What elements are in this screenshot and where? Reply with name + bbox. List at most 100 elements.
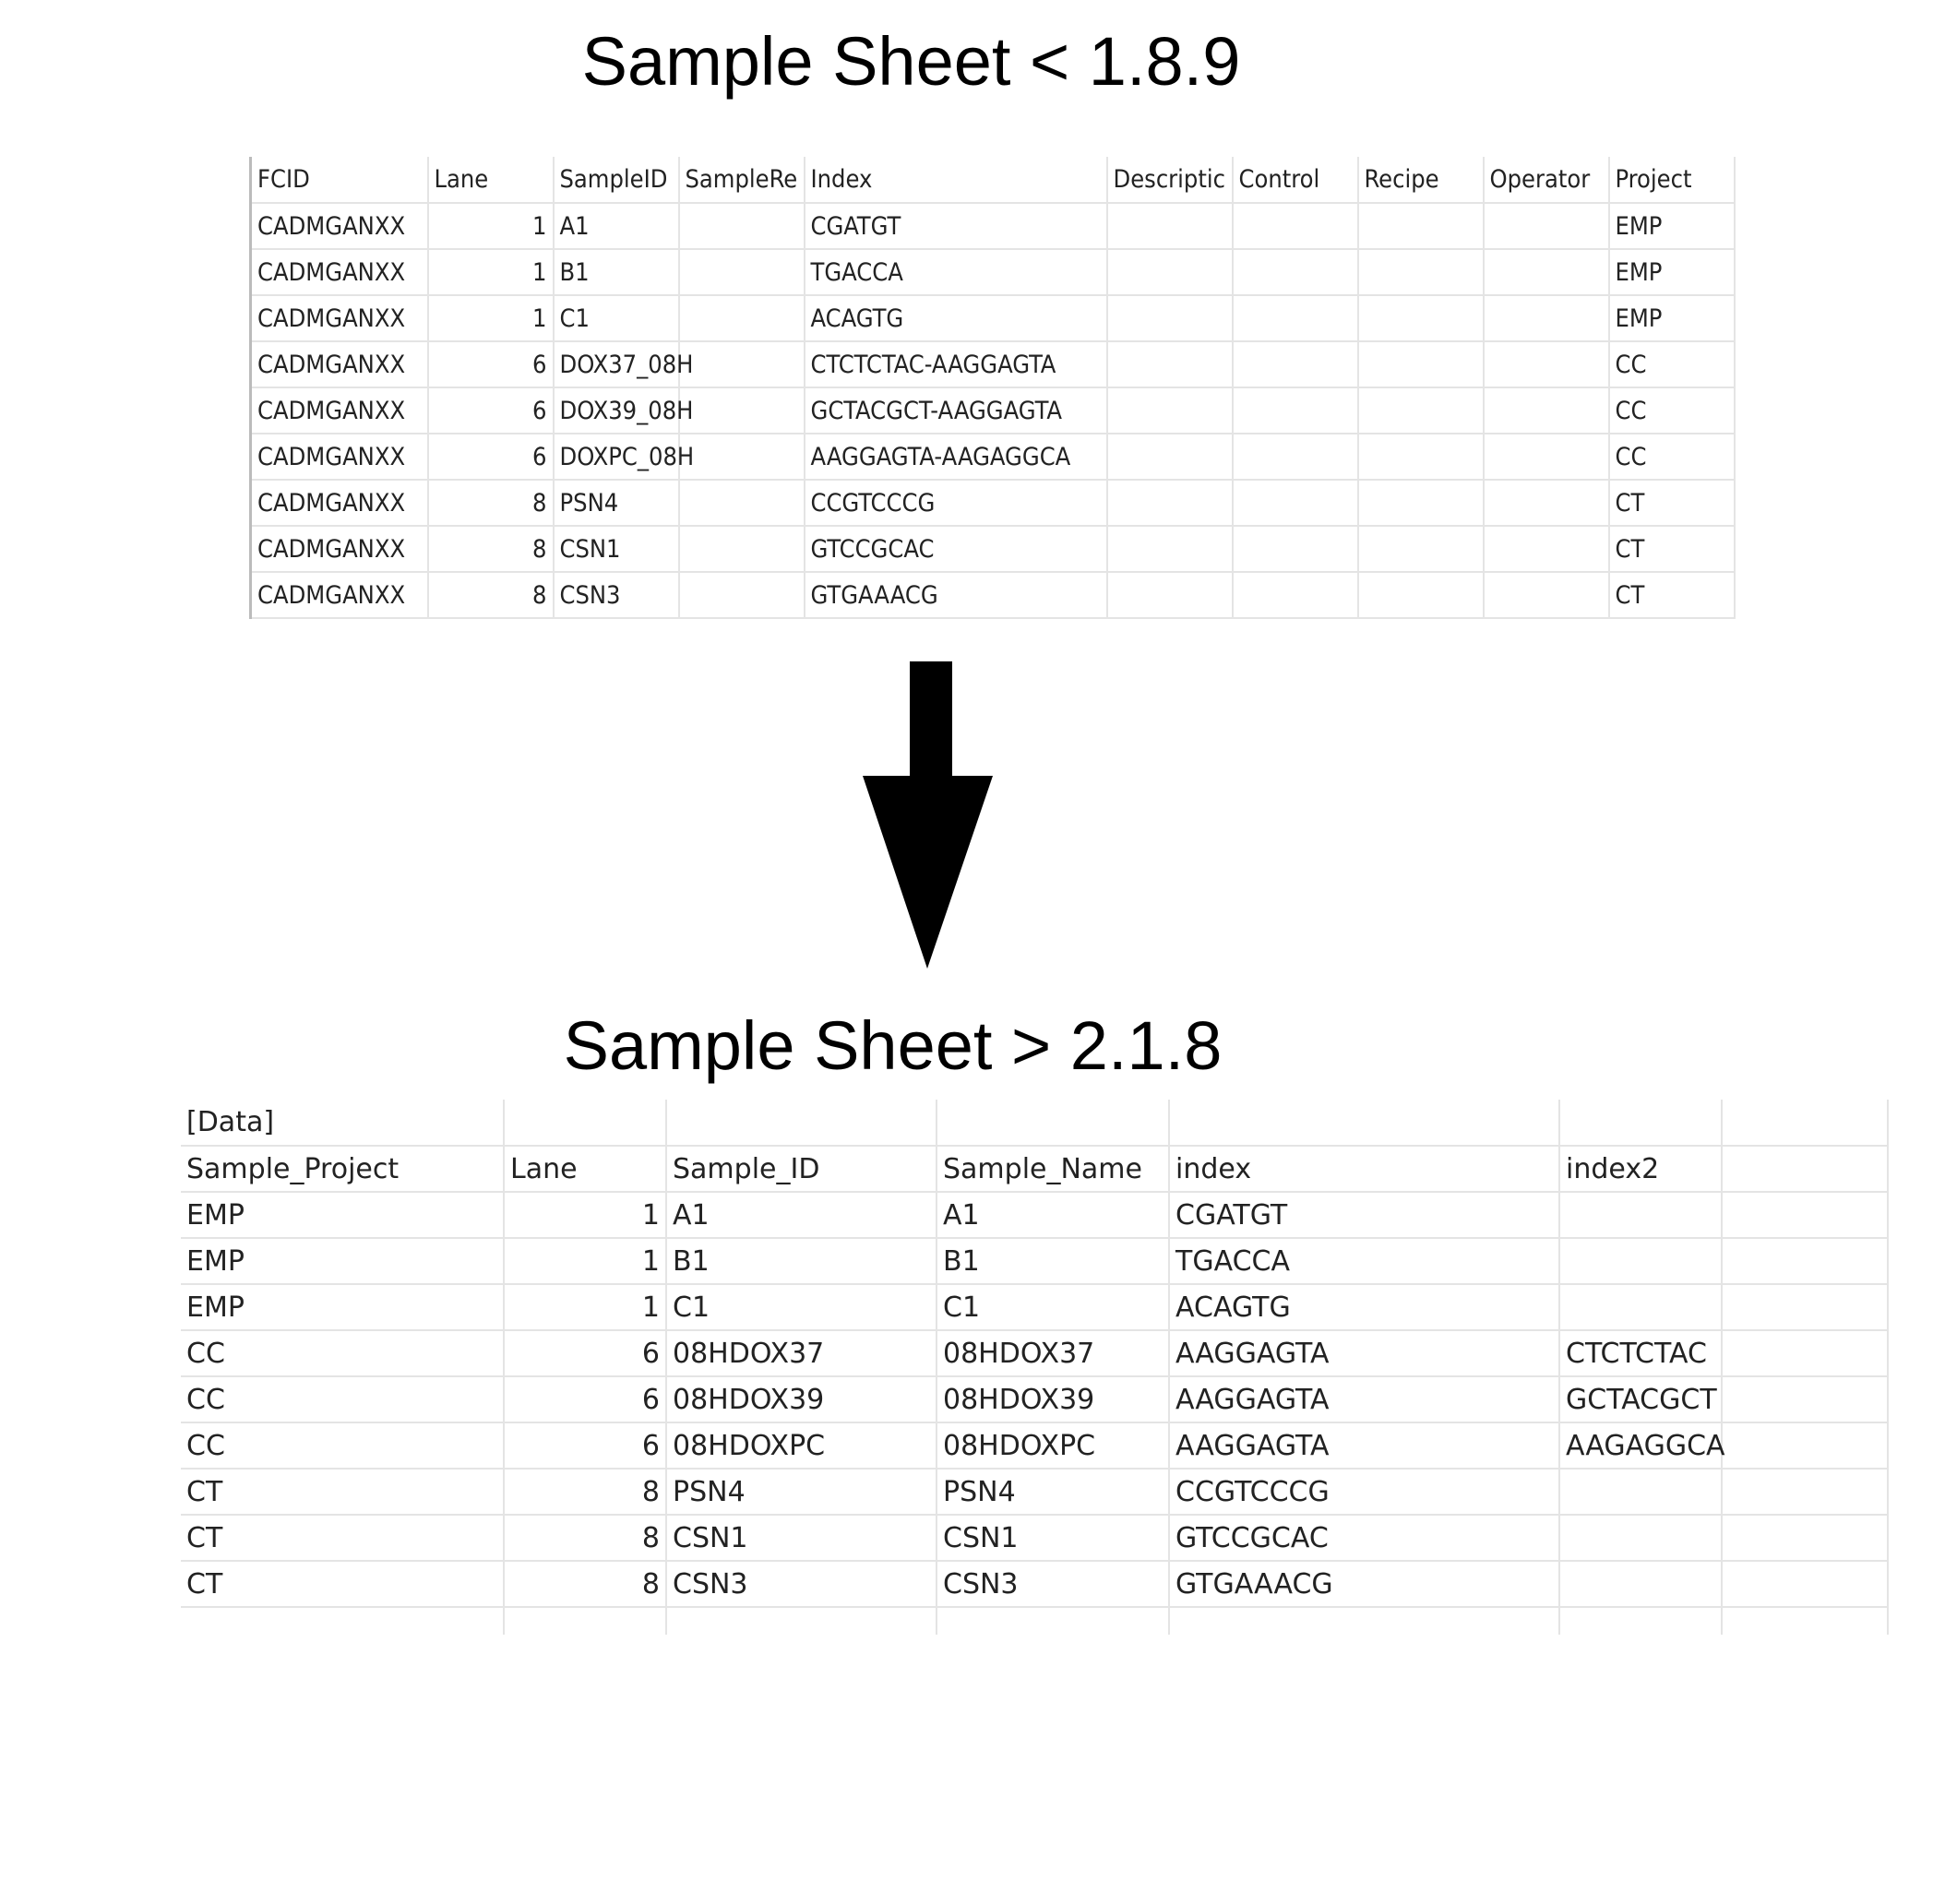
new-sheet-cell: 8 xyxy=(504,1515,667,1562)
new-sheet-header-cell: index xyxy=(1169,1146,1560,1193)
old-sheet-cell: CADMGANXX xyxy=(249,295,429,342)
old-sheet-cell xyxy=(1232,480,1359,527)
old-sheet-cell xyxy=(1106,341,1234,388)
old-sheet-cell xyxy=(678,387,805,434)
old-sheet-cell xyxy=(1483,295,1610,342)
old-sheet-cell xyxy=(1232,387,1359,434)
new-sheet-header-cell: Sample_ID xyxy=(666,1146,937,1193)
old-sheet-cell xyxy=(1483,341,1610,388)
old-sheet-title: Sample Sheet < 1.8.9 xyxy=(581,23,1241,100)
new-sheet-cell: AAGAGGCA xyxy=(1559,1422,1725,1470)
old-sheet-cell xyxy=(678,341,805,388)
new-sheet-cell: CTCTCTAC xyxy=(1559,1330,1723,1377)
old-sheet-cell xyxy=(1357,526,1485,573)
down-arrow-icon xyxy=(863,661,993,969)
new-sheet-cell: EMP xyxy=(181,1192,505,1239)
new-sheet-cell xyxy=(1559,1192,1723,1239)
old-sheet-cell: EMP xyxy=(1608,249,1736,296)
old-sheet-cell xyxy=(678,203,805,250)
new-sheet-cell: CSN1 xyxy=(666,1515,937,1562)
old-sheet-header-cell: FCID xyxy=(249,157,429,204)
new-sheet-cell: TGACCA xyxy=(1169,1238,1560,1285)
new-sheet-cell xyxy=(666,1100,937,1147)
new-sheet-cell: 08HDOXPC xyxy=(937,1422,1170,1470)
old-sheet-cell xyxy=(1106,526,1234,573)
old-sheet-cell: DOXPC_08H xyxy=(553,434,694,481)
new-sheet-cell xyxy=(1722,1561,1889,1608)
new-sheet-cell: AAGGAGTA xyxy=(1169,1422,1560,1470)
old-sheet-cell: 6 xyxy=(427,341,555,388)
new-sheet-cell xyxy=(666,1607,937,1635)
new-sheet-cell xyxy=(937,1607,1170,1635)
new-sheet-cell: CC xyxy=(181,1330,505,1377)
old-sheet-header-cell: Index xyxy=(804,157,1108,204)
old-sheet-cell xyxy=(678,526,805,573)
new-sheet-cell xyxy=(1722,1607,1889,1635)
new-sheet-cell: CT xyxy=(181,1561,505,1608)
new-sheet-cell: 1 xyxy=(504,1192,667,1239)
old-sheet-cell xyxy=(1357,203,1485,250)
old-sheet-cell: CSN3 xyxy=(553,572,680,619)
new-sheet-cell xyxy=(1169,1607,1560,1635)
old-sheet-cell xyxy=(1483,387,1610,434)
new-sheet-cell xyxy=(1722,1469,1889,1516)
old-sheet-cell xyxy=(1232,249,1359,296)
new-sheet-cell: AAGGAGTA xyxy=(1169,1376,1560,1423)
new-sheet-cell xyxy=(1722,1515,1889,1562)
old-sheet-cell: 1 xyxy=(427,295,555,342)
new-sheet-cell: 6 xyxy=(504,1376,667,1423)
new-sheet-cell: B1 xyxy=(937,1238,1170,1285)
old-sheet-cell: CC xyxy=(1608,434,1736,481)
old-sheet-cell xyxy=(1232,434,1359,481)
new-sheet-cell: GTCCGCAC xyxy=(1169,1515,1560,1562)
new-sheet-cell: 1 xyxy=(504,1238,667,1285)
new-sheet-cell: B1 xyxy=(666,1238,937,1285)
new-sheet-cell: PSN4 xyxy=(937,1469,1170,1516)
new-sheet-cell xyxy=(1559,1561,1723,1608)
old-sheet-cell: CSN1 xyxy=(553,526,680,573)
old-sheet-cell: CADMGANXX xyxy=(249,203,429,250)
old-sheet-cell: 8 xyxy=(427,526,555,573)
old-sheet-cell xyxy=(1483,249,1610,296)
new-sheet-cell: CCGTCCCG xyxy=(1169,1469,1560,1516)
new-sheet-cell: C1 xyxy=(937,1284,1170,1331)
new-sheet-cell xyxy=(1722,1330,1889,1377)
new-sheet-cell: CT xyxy=(181,1515,505,1562)
new-sheet-cell: CSN3 xyxy=(937,1561,1170,1608)
old-sheet-cell: CADMGANXX xyxy=(249,572,429,619)
old-sheet-cell: PSN4 xyxy=(553,480,680,527)
old-sheet-cell: CC xyxy=(1608,387,1736,434)
old-sheet-cell xyxy=(1357,572,1485,619)
old-sheet-cell: 8 xyxy=(427,572,555,619)
old-sheet-cell: ACAGTG xyxy=(804,295,1108,342)
new-sheet-cell xyxy=(1559,1607,1723,1635)
old-sheet-cell: CADMGANXX xyxy=(249,480,429,527)
new-sheet-cell: 08HDOX37 xyxy=(666,1330,937,1377)
new-sheet-cell: 6 xyxy=(504,1422,667,1470)
new-sheet-cell xyxy=(1559,1469,1723,1516)
old-sheet-cell xyxy=(1232,526,1359,573)
old-sheet-cell xyxy=(1357,434,1485,481)
new-sheet-cell: CSN1 xyxy=(937,1515,1170,1562)
old-sheet-cell xyxy=(1106,203,1234,250)
data-section-label: [Data] xyxy=(181,1100,505,1147)
old-sheet-cell: TGACCA xyxy=(804,249,1108,296)
new-sheet-cell xyxy=(937,1100,1170,1147)
new-sheet-cell xyxy=(1722,1100,1889,1147)
old-sheet-header-cell: Control xyxy=(1232,157,1359,204)
new-sheet-cell: CGATGT xyxy=(1169,1192,1560,1239)
old-sheet-cell xyxy=(1232,295,1359,342)
old-sheet-cell: CT xyxy=(1608,526,1736,573)
